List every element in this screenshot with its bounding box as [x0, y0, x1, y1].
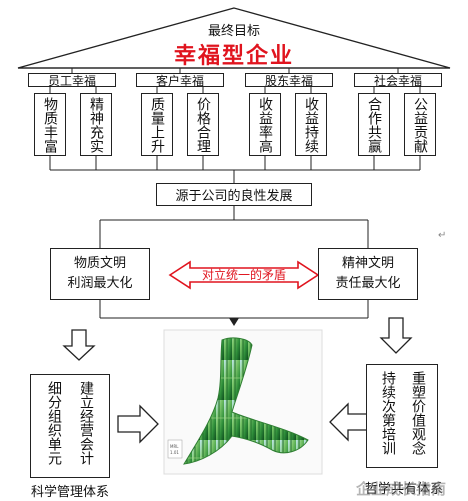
svg-text:1.01: 1.01 [170, 450, 179, 455]
goal-label: 最终目标 [207, 24, 260, 39]
item-quality-rise: 质量上升 [141, 93, 173, 156]
spiritual-civ-box: 精神文明 责任最大化 [318, 248, 418, 300]
material-civ-box: 物质文明 利润最大化 [50, 248, 150, 300]
training-text: 持续次第培训 [380, 371, 396, 455]
image-stamp [167, 439, 183, 459]
material-civ-title: 物质文明 [73, 256, 126, 271]
watermark-text: 企业成长指南 [355, 480, 446, 498]
item-high-return: 收益率高 [249, 93, 281, 156]
category-customer: 客户幸福 [136, 73, 224, 88]
philosophy-system-label: 哲学共有体系 [348, 478, 460, 497]
contradiction-label: 对立统一的矛盾 [201, 268, 286, 282]
management-system-label: 科学管理体系 [8, 481, 132, 500]
subdivide-units-text: 细分组织单元 [46, 381, 62, 465]
left-to-image-arrow [117, 404, 159, 444]
management-system-box: 细分组织单元 建立经营会计 [30, 374, 110, 478]
item-spiritual-fulfilled: 精神充实 [80, 93, 112, 156]
svg-text:MRL: MRL [170, 444, 179, 449]
operating-accounting-text: 建立经营会计 [78, 381, 94, 465]
philosophy-system-box: 持续次第培训 重塑价值观念 [366, 364, 438, 468]
right-down-arrow [379, 317, 413, 354]
goal-title: 幸福型企业 [173, 44, 294, 69]
category-society: 社会幸福 [354, 73, 442, 88]
item-fair-price: 价格合理 [187, 93, 219, 156]
spiritual-civ-goal: 责任最大化 [335, 276, 401, 291]
item-win-win: 合作共赢 [358, 93, 390, 156]
spiritual-civ-title: 精神文明 [341, 256, 394, 271]
item-sustained-return: 收益持续 [295, 93, 327, 156]
item-public-welfare: 公益贡献 [404, 93, 436, 156]
human-figure-image [183, 337, 309, 465]
values-text: 重塑价值观念 [410, 371, 426, 455]
category-employee: 员工幸福 [28, 73, 116, 88]
return-mark: ↵ [438, 230, 447, 241]
source-box: 源于公司的良性发展 [156, 183, 312, 206]
item-material-rich: 物质丰富 [34, 93, 66, 156]
category-shareholder: 股东幸福 [245, 73, 333, 88]
material-civ-goal: 利润最大化 [67, 276, 133, 291]
left-down-arrow [62, 329, 96, 361]
